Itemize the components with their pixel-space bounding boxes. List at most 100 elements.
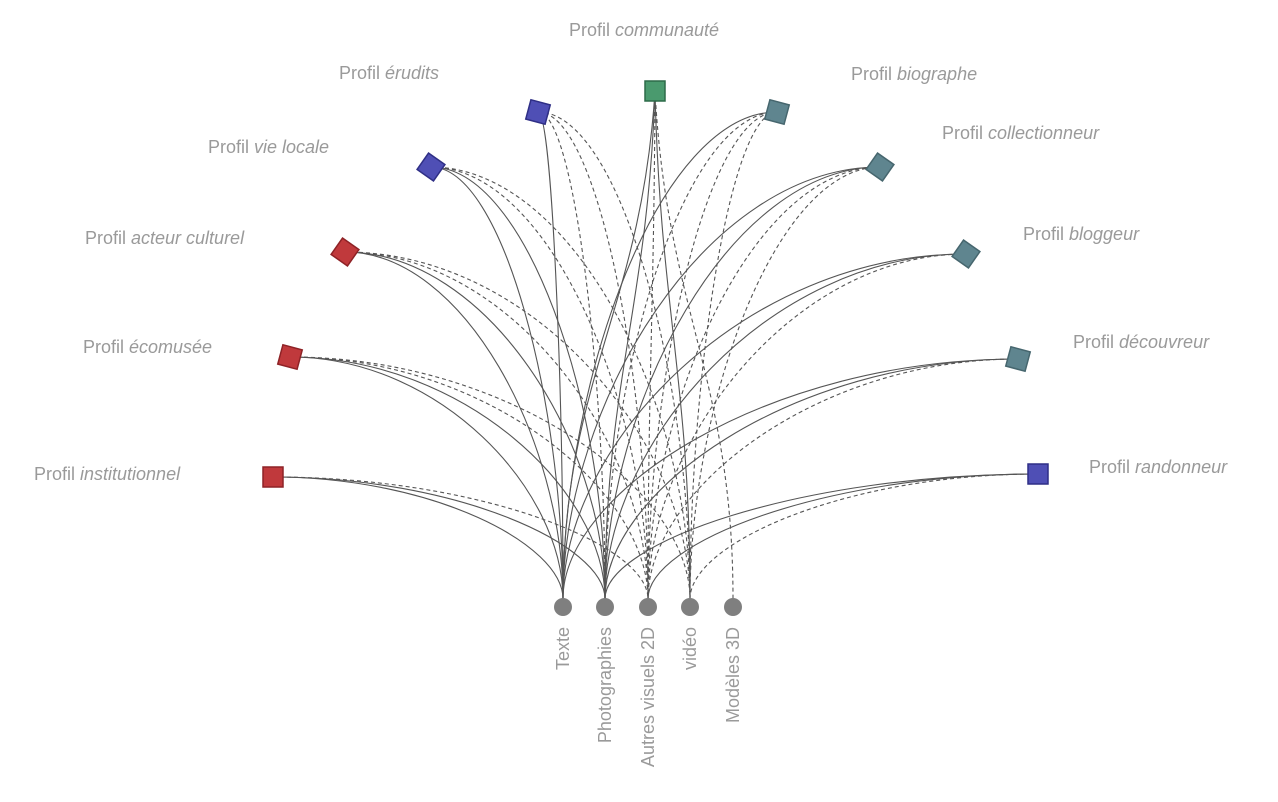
profile-square-communaute	[644, 80, 666, 102]
media-nodes-layer: Texte Photographies Autres visuels 2D vidéo…	[553, 598, 743, 767]
media-dot-video	[681, 598, 699, 616]
profile-label-prefix: Profil	[569, 20, 615, 40]
profile-label-name: bloggeur	[1069, 224, 1140, 244]
profile-label-prefix: Profil	[942, 123, 988, 143]
link-biographe-autres-visuels-2d	[647, 111, 778, 600]
link-vie-locale-photographies	[430, 166, 606, 600]
profile-label-erudits: Profil érudits	[339, 63, 439, 83]
profile-square-bloggeur	[951, 239, 981, 269]
link-decouvreur-texte	[562, 358, 1019, 600]
media-node-autres-visuels-2d: Autres visuels 2D	[638, 598, 658, 767]
profile-square-randonneur	[1027, 463, 1049, 485]
profile-label-name: vie locale	[254, 137, 329, 157]
media-label-texte: Texte	[553, 627, 573, 670]
link-biographe-video	[689, 111, 778, 600]
profile-square-erudits	[524, 98, 552, 126]
profile-label-acteur-culturel: Profil acteur culturel	[85, 228, 245, 248]
profile-square-institutionnel	[262, 466, 284, 488]
profile-label-collectionneur: Profil collectionneur	[942, 123, 1100, 143]
link-collectionneur-autres-visuels-2d	[647, 166, 881, 600]
profile-label-name: découvreur	[1119, 332, 1210, 352]
profile-label-name: biographe	[897, 64, 977, 84]
link-institutionnel-photographies	[272, 476, 606, 600]
media-node-texte: Texte	[553, 598, 573, 670]
links-layer	[272, 90, 1039, 600]
profile-square-vie-locale	[416, 152, 446, 182]
media-label-photographies: Photographies	[595, 627, 615, 743]
link-decouvreur-autres-visuels-2d	[647, 358, 1019, 600]
profile-node-bloggeur: Profil bloggeur	[951, 224, 1140, 269]
link-ecomusee-photographies	[289, 356, 606, 600]
link-communaute-video	[654, 90, 691, 600]
profile-node-erudits: Profil érudits	[339, 63, 552, 126]
profile-square-collectionneur	[865, 152, 895, 182]
profile-label-prefix: Profil	[851, 64, 897, 84]
profile-label-name: randonneur	[1135, 457, 1228, 477]
link-erudits-autres-visuels-2d	[537, 111, 649, 600]
profile-label-institutionnel: Profil institutionnel	[34, 464, 181, 484]
profile-label-randonneur: Profil randonneur	[1089, 457, 1228, 477]
media-node-video: vidéo	[680, 598, 700, 670]
link-acteur-culturel-autres-visuels-2d	[344, 251, 649, 600]
profile-label-prefix: Profil	[1089, 457, 1135, 477]
link-biographe-texte	[562, 111, 778, 600]
profile-label-prefix: Profil	[208, 137, 254, 157]
profile-node-ecomusee: Profil écomusée	[83, 337, 304, 371]
link-communaute-autres-visuels-2d	[647, 90, 656, 600]
profile-label-name: collectionneur	[988, 123, 1100, 143]
profile-label-prefix: Profil	[1023, 224, 1069, 244]
link-collectionneur-video	[689, 166, 881, 600]
profile-label-name: écomusée	[129, 337, 212, 357]
media-label-modeles-3d: Modèles 3D	[723, 627, 743, 723]
profile-square-acteur-culturel	[330, 237, 360, 267]
link-communaute-photographies	[604, 90, 656, 600]
media-label-video: vidéo	[680, 627, 700, 670]
link-ecomusee-texte	[289, 356, 564, 600]
profile-square-ecomusee	[276, 343, 304, 371]
link-institutionnel-texte	[272, 476, 564, 600]
link-collectionneur-texte	[562, 166, 881, 600]
link-acteur-culturel-texte	[344, 251, 564, 600]
media-node-photographies: Photographies	[595, 598, 615, 743]
profile-label-name: communauté	[615, 20, 719, 40]
profile-label-name: acteur culturel	[131, 228, 245, 248]
profile-square-biographe	[763, 98, 791, 126]
media-dot-autres-visuels-2d	[639, 598, 657, 616]
media-label-autres-visuels-2d: Autres visuels 2D	[638, 627, 658, 767]
profile-node-decouvreur: Profil découvreur	[1004, 332, 1210, 373]
link-acteur-culturel-photographies	[344, 251, 606, 600]
media-node-modeles-3d: Modèles 3D	[723, 598, 743, 723]
link-bloggeur-photographies	[604, 253, 967, 600]
link-decouvreur-photographies	[604, 358, 1019, 600]
link-randonneur-video	[689, 473, 1039, 600]
link-erudits-photographies	[537, 111, 606, 600]
profile-label-prefix: Profil	[339, 63, 385, 83]
link-biographe-photographies	[604, 111, 778, 600]
profile-label-prefix: Profil	[83, 337, 129, 357]
profile-node-collectionneur: Profil collectionneur	[865, 123, 1100, 182]
profile-label-ecomusee: Profil écomusée	[83, 337, 212, 357]
profile-square-decouvreur	[1004, 345, 1032, 373]
profile-label-vie-locale: Profil vie locale	[208, 137, 329, 157]
media-dot-photographies	[596, 598, 614, 616]
profile-label-prefix: Profil	[34, 464, 80, 484]
profile-label-biographe: Profil biographe	[851, 64, 977, 84]
link-collectionneur-photographies	[604, 166, 881, 600]
profile-label-communaute: Profil communauté	[569, 20, 719, 40]
link-institutionnel-autres-visuels-2d	[272, 476, 649, 600]
link-vie-locale-texte	[430, 166, 564, 600]
profile-node-acteur-culturel: Profil acteur culturel	[85, 228, 360, 267]
link-bloggeur-autres-visuels-2d	[647, 253, 967, 600]
profile-label-prefix: Profil	[1073, 332, 1119, 352]
profile-label-decouvreur: Profil découvreur	[1073, 332, 1210, 352]
profile-node-vie-locale: Profil vie locale	[208, 137, 446, 182]
link-randonneur-autres-visuels-2d	[647, 473, 1039, 600]
link-acteur-culturel-video	[344, 251, 691, 600]
link-ecomusee-autres-visuels-2d	[289, 356, 649, 600]
link-vie-locale-autres-visuels-2d	[430, 166, 649, 600]
media-dot-texte	[554, 598, 572, 616]
media-dot-modeles-3d	[724, 598, 742, 616]
link-erudits-video	[537, 111, 691, 600]
